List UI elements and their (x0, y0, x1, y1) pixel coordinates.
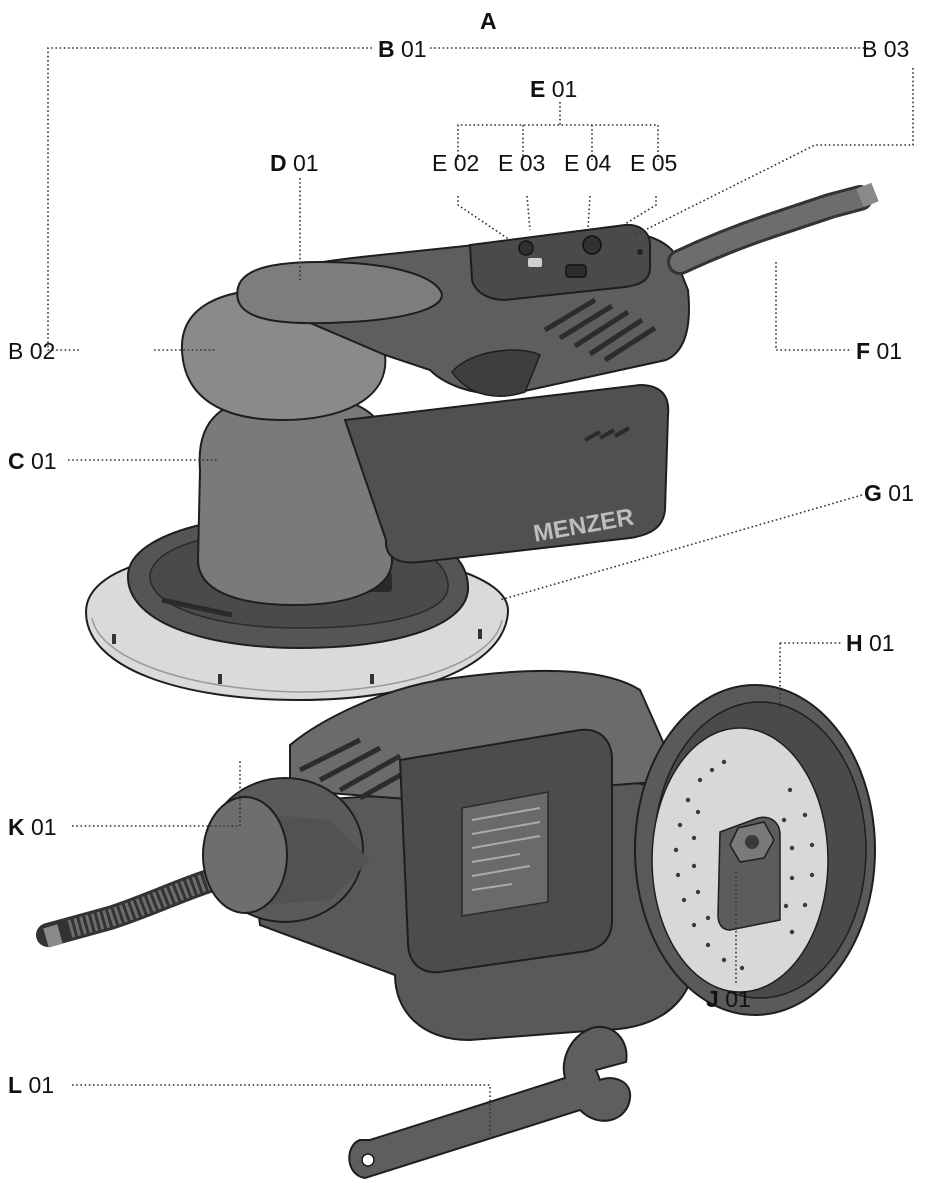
callout-c01: C 01 (8, 448, 57, 474)
callout-h01: H 01 (846, 630, 895, 656)
callout-f01: F 01 (856, 338, 903, 364)
callout-e01: E 01 (530, 76, 578, 102)
figure-title: A (480, 8, 497, 34)
callout-e03: E 03 (498, 150, 546, 176)
callout-l01: L 01 (8, 1072, 55, 1098)
sander-bottom-view (36, 670, 876, 1042)
sander-top-view: MENZER (84, 182, 879, 702)
callout-b01: B 01 (378, 36, 427, 62)
callout-e04: E 04 (564, 150, 612, 176)
leader-lines (47, 47, 914, 1140)
wrench (348, 1025, 632, 1180)
callout-e05: E 05 (630, 150, 678, 176)
callout-e02: E 02 (432, 150, 480, 176)
callout-k01: K 01 (8, 814, 57, 840)
callout-d01: D 01 (270, 150, 319, 176)
callout-j01: J 01 (706, 986, 751, 1012)
callout-b02: B 02 (8, 338, 56, 364)
callout-g01: G 01 (864, 480, 914, 506)
callout-b03: B 03 (862, 36, 910, 62)
